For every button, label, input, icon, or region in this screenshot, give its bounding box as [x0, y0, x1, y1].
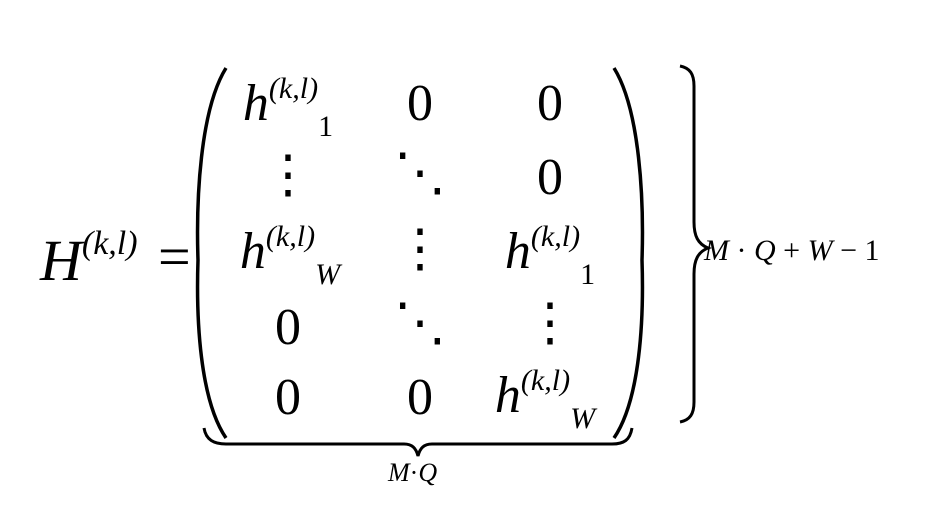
cell-r3-c3: h(k,l)1 [505, 226, 595, 278]
cell-r5-c3: h(k,l)W [495, 370, 595, 422]
cell-r2-c3: 0 [537, 152, 563, 204]
row-label-Q: Q [754, 234, 776, 267]
row-label-plus: + [783, 234, 800, 267]
cell-r4-c2: ⋱ [394, 298, 446, 350]
cell-r2-c2: ⋱ [394, 148, 446, 200]
cell-r5-c2: 0 [407, 372, 433, 424]
cell-r4-c3: ⋮ [524, 298, 576, 350]
row-label-one: 1 [865, 234, 880, 267]
cell-r1-c2: 0 [407, 78, 433, 130]
row-label-dot: · [737, 234, 747, 267]
row-label-M: M [704, 234, 729, 267]
col-count-label: M·Q [388, 460, 437, 486]
col-label-M: M [388, 458, 410, 487]
row-label-W: W [808, 234, 833, 267]
left-paren [198, 68, 226, 438]
cell-r3-c2: ⋮ [394, 224, 446, 276]
cell-r5-c1: 0 [275, 372, 301, 424]
right-paren [614, 68, 642, 438]
row-label-minus: − [840, 234, 857, 267]
cell-r4-c1: 0 [275, 302, 301, 354]
cell-r1-c3: 0 [537, 78, 563, 130]
underbrace [204, 428, 632, 456]
cell-r1-c1: h(k,l)1 [243, 78, 333, 130]
col-label-Q: Q [418, 458, 437, 487]
cell-r2-c1: ⋮ [262, 150, 314, 202]
row-count-label: M · Q + W − 1 [704, 236, 880, 266]
cell-r3-c1: h(k,l)W [240, 226, 340, 278]
